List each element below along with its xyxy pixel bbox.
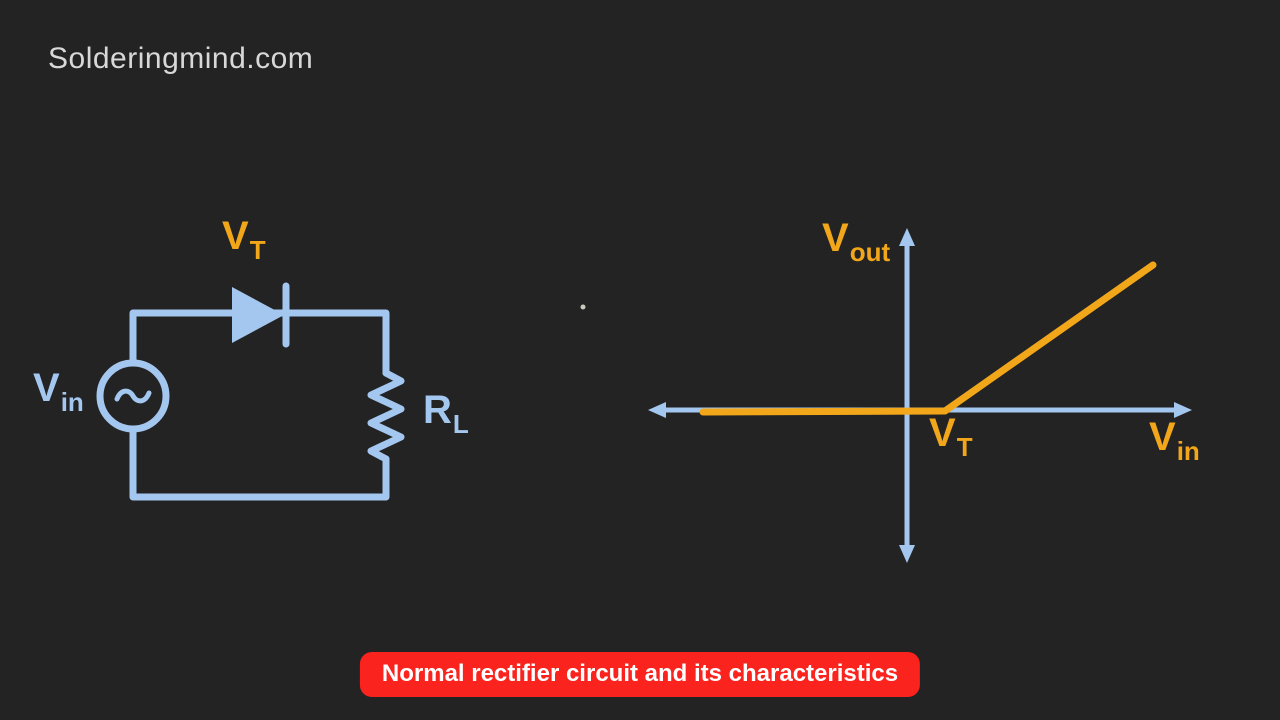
- transfer-characteristic-graph: [648, 228, 1192, 563]
- label-main: V: [929, 411, 956, 455]
- circuit-diode-threshold-label: VT: [222, 214, 266, 263]
- label-sub: L: [452, 409, 469, 439]
- stray-dot: [580, 304, 586, 310]
- label-main: V: [1149, 415, 1176, 459]
- label-main: R: [423, 388, 452, 432]
- x-axis-right-arrow-icon: [1174, 402, 1192, 418]
- label-main: V: [222, 214, 249, 258]
- circuit-source-label: Vin: [33, 366, 84, 415]
- y-axis-bottom-arrow-icon: [899, 545, 915, 563]
- label-sub: T: [956, 432, 973, 462]
- diode-triangle-icon: [232, 287, 284, 343]
- caption-badge: Normal rectifier circuit and its charact…: [359, 652, 921, 697]
- label-sub: in: [60, 387, 84, 417]
- circuit-wire-bottom: [129, 425, 390, 501]
- transfer-curve: [699, 261, 1157, 416]
- label-sub: T: [249, 235, 266, 265]
- rectifier-circuit: [96, 282, 405, 501]
- caption-text: Normal rectifier circuit and its charact…: [381, 660, 899, 687]
- y-axis-top-arrow-icon: [899, 228, 915, 246]
- label-sub: out: [849, 237, 891, 267]
- circuit-resistor-label: RL: [423, 388, 469, 437]
- x-axis-left-arrow-icon: [648, 402, 666, 418]
- label-sub: in: [1176, 436, 1200, 466]
- ac-source-circle: [96, 359, 170, 433]
- label-main: V: [33, 366, 60, 410]
- graph-threshold-label: VT: [929, 411, 973, 460]
- ac-sine-icon: [114, 388, 152, 404]
- resistor-zigzag-icon: [367, 369, 405, 463]
- label-main: V: [822, 216, 849, 260]
- graph-y-axis-label: Vout: [822, 216, 890, 265]
- graph-x-axis-label: Vin: [1149, 415, 1200, 464]
- watermark: Solderingmind.com: [48, 42, 314, 75]
